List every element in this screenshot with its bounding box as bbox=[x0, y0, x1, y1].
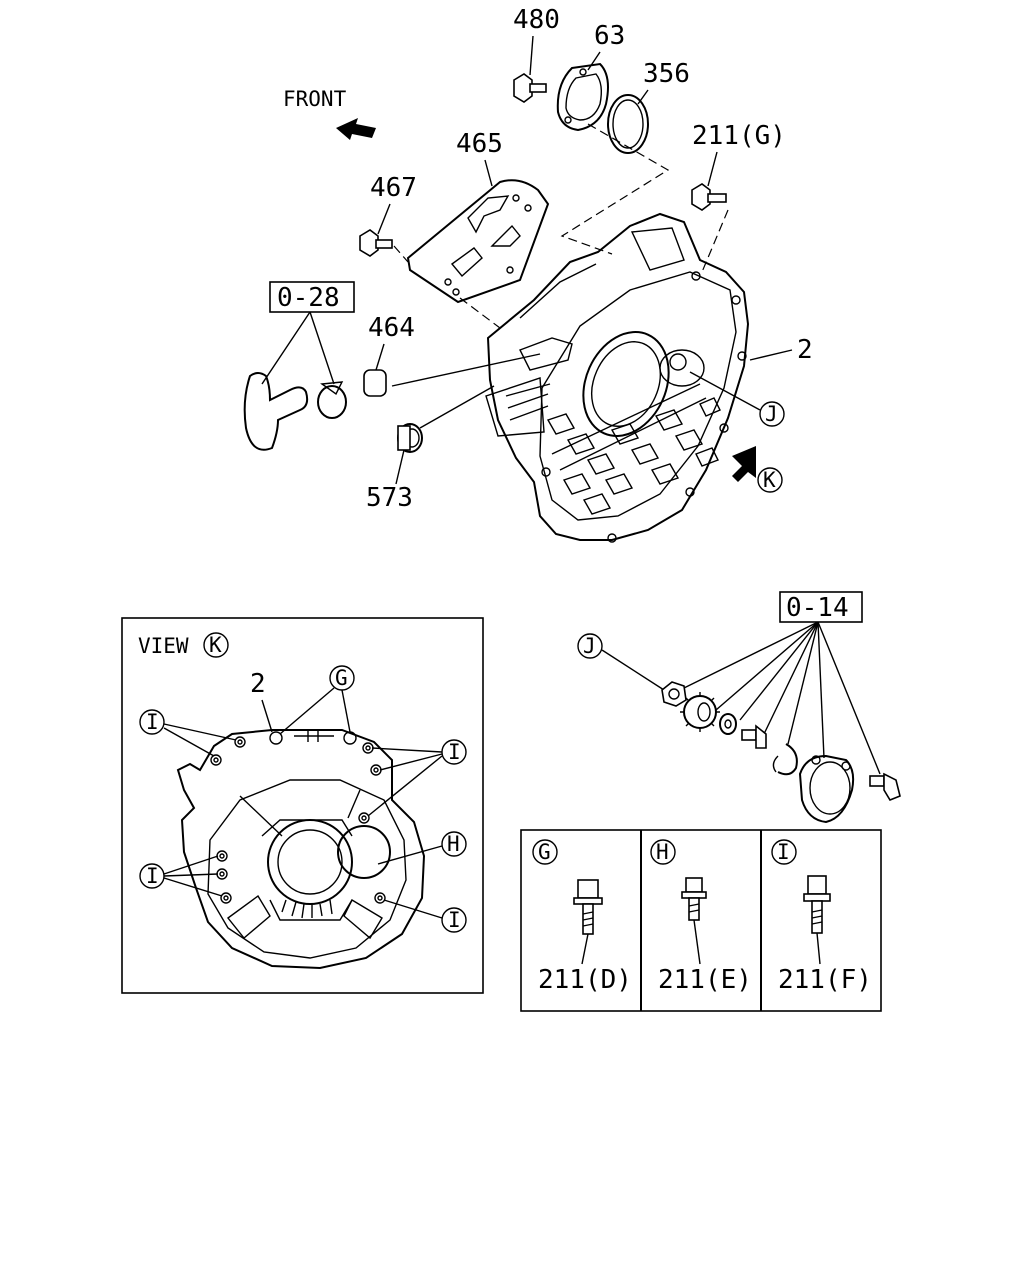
view-k-i3-label: I bbox=[146, 864, 159, 888]
view-k-part2-label: 2 bbox=[250, 669, 266, 699]
part-label-480: 480 bbox=[513, 5, 560, 35]
bolt-table-h-label: 211(E) bbox=[658, 965, 752, 995]
bolt-211f-icon bbox=[803, 875, 831, 934]
callout-j-main-label: J bbox=[765, 402, 778, 426]
bolt-211e-icon bbox=[681, 877, 707, 921]
view-k-h-callout-icon bbox=[441, 831, 467, 857]
part-label-63: 63 bbox=[594, 21, 625, 51]
bearing-cover-icon bbox=[798, 754, 855, 824]
ref-label-028: 0-28 bbox=[277, 283, 340, 313]
bolt-table-h-key: H bbox=[656, 840, 669, 864]
part-label-573: 573 bbox=[366, 483, 413, 513]
hose-icon bbox=[243, 372, 309, 451]
clamp-icon bbox=[317, 381, 347, 419]
bolt-211g-icon bbox=[691, 183, 727, 211]
part-label-2-main: 2 bbox=[797, 335, 813, 365]
view-k-i1-label: I bbox=[146, 710, 159, 734]
cover-plate-465-icon bbox=[406, 179, 550, 304]
flywheel-housing-icon bbox=[485, 212, 750, 543]
bolt-table bbox=[520, 829, 882, 1012]
view-k-h-label: H bbox=[447, 832, 460, 856]
bolt-table-g-circle-icon bbox=[532, 839, 558, 865]
callout-k-main-label: K bbox=[763, 468, 776, 492]
bolt-table-g-label: 211(D) bbox=[538, 965, 632, 995]
bolt-480-icon bbox=[513, 73, 547, 103]
seal-573-icon bbox=[397, 423, 423, 453]
gasket-63-icon bbox=[556, 62, 609, 132]
view-k-panel bbox=[121, 617, 484, 994]
view-k-i1-callout-icon bbox=[139, 709, 165, 735]
callout-j-sub-label: J bbox=[583, 634, 596, 658]
view-k-i2-label: I bbox=[448, 740, 461, 764]
ref-box-028 bbox=[269, 281, 355, 313]
view-k-title-k: K bbox=[209, 633, 222, 657]
front-label: FRONT bbox=[283, 87, 347, 111]
pin-464-icon bbox=[363, 369, 387, 397]
bolt-table-i-label: 211(F) bbox=[778, 965, 872, 995]
front-arrow-icon bbox=[336, 118, 376, 140]
o-ring-356-icon bbox=[607, 94, 649, 154]
view-k-housing-icon bbox=[176, 729, 426, 970]
part-label-464: 464 bbox=[368, 313, 415, 343]
snap-ring-icon bbox=[772, 743, 798, 776]
ref-label-014: 0-14 bbox=[786, 593, 849, 623]
housing-rib-grid bbox=[546, 383, 721, 515]
bolt-211d-icon bbox=[573, 879, 603, 935]
bolt-table-h-circle-icon bbox=[650, 839, 676, 865]
callout-j-main-icon bbox=[759, 401, 785, 427]
callout-k-main-icon bbox=[757, 467, 783, 493]
part-label-465: 465 bbox=[456, 129, 503, 159]
shaft-bolt-icon bbox=[741, 724, 767, 749]
view-k-arrow-icon bbox=[732, 446, 756, 482]
part-label-211g: 211(G) bbox=[692, 121, 786, 151]
bolt-table-i-key: I bbox=[777, 840, 790, 864]
view-k-title: VIEW bbox=[138, 634, 189, 658]
gear-icon bbox=[680, 692, 720, 732]
view-k-g-label: G bbox=[335, 666, 348, 690]
callout-j-sub-icon bbox=[577, 633, 603, 659]
bolt-table-i-circle-icon bbox=[771, 839, 797, 865]
ref-box-014 bbox=[779, 591, 863, 623]
view-k-title-circle-icon bbox=[203, 632, 229, 658]
bolt-467-icon bbox=[359, 229, 393, 257]
cover-bolt-icon bbox=[869, 772, 901, 801]
view-k-i4-label: I bbox=[448, 908, 461, 932]
bolt-table-g-key: G bbox=[538, 840, 551, 864]
part-label-356: 356 bbox=[643, 59, 690, 89]
nut-icon bbox=[661, 681, 687, 707]
washer-icon bbox=[719, 713, 737, 735]
view-k-i4-callout-icon bbox=[441, 907, 467, 933]
part-label-467: 467 bbox=[370, 173, 417, 203]
